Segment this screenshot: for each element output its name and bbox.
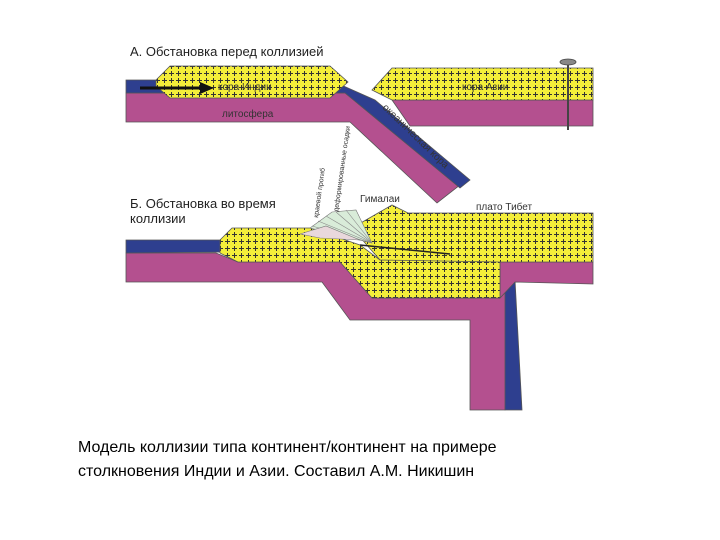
deformed-wedge	[299, 209, 373, 244]
himalaya-label: Гималаи	[360, 194, 400, 205]
lithosphere-label: литосфера	[222, 108, 274, 120]
thrust-oceanic-band	[125, 239, 231, 254]
deformed-wedge-label: деформированные осадки	[333, 126, 352, 213]
india-crust-label: кора Индии	[218, 82, 272, 93]
india-crust-b	[219, 227, 501, 299]
slab-oceanic-edge	[504, 279, 523, 411]
caption-line-2: столкновения Индии и Азии. Составил А.М.…	[78, 463, 475, 480]
pin-marker	[559, 58, 577, 130]
suture-line	[359, 244, 451, 255]
panel-b-section: краевой прогиб деформированные осадки Ги…	[125, 126, 594, 411]
panel-a-title: А. Обстановка перед коллизией	[130, 44, 324, 59]
asia-crust	[371, 67, 594, 101]
foredeep-label: краевой прогиб	[312, 167, 327, 218]
asia-crust-label: кора Азии	[462, 82, 508, 93]
asia-lithosphere	[391, 99, 594, 127]
panel-b-title-line1: Б. Обстановка во время	[130, 196, 276, 211]
tibet-crust	[351, 204, 594, 263]
tibet-label: плато Тибет	[476, 201, 532, 213]
figure-caption: Модель коллизии типа континент/континент…	[78, 436, 638, 484]
panel-b-title-line2: коллизии	[130, 211, 186, 226]
caption-line-1: Модель коллизии типа континент/континент…	[78, 439, 497, 456]
plate-motion-arrow	[140, 82, 214, 94]
panel-a-section: кора Индии кора Азии литосфера океаничес…	[125, 58, 594, 204]
